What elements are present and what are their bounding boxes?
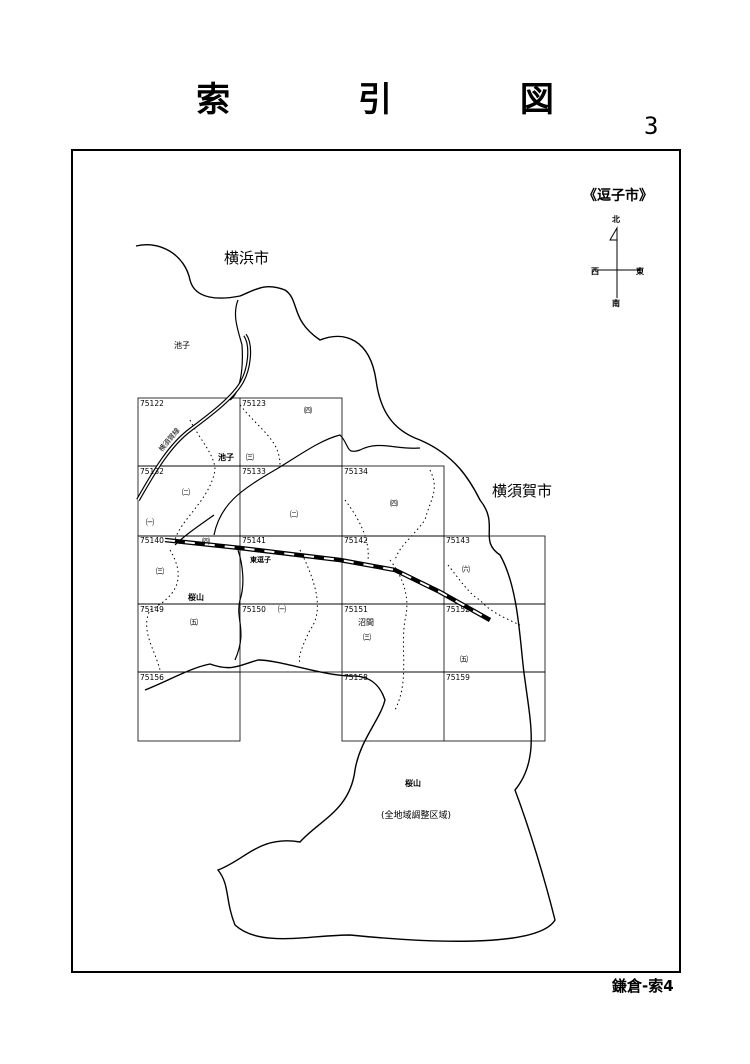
sheet-number: 75132 <box>140 467 164 476</box>
chome-marker: ㈤ <box>190 617 198 627</box>
chome-marker: ㈤ <box>460 654 468 664</box>
sheet-number: 75140 <box>140 536 164 545</box>
sheet-number: 75158 <box>344 673 368 682</box>
chome-marker: ㈠ <box>278 604 286 614</box>
area-label-sakurayama: 桜山 <box>188 592 204 602</box>
page-title: 索 引 図 <box>196 80 612 120</box>
compass-north-label: 北 <box>612 214 620 224</box>
sheet-number: 75133 <box>242 467 266 476</box>
adjustment-zone-label: (全地域調整区域) <box>381 809 451 821</box>
chome-marker: ㈥ <box>462 564 470 574</box>
compass-south-label: 南 <box>612 298 620 308</box>
area-label-ikego-mid: 池子 <box>218 452 234 462</box>
sheet-number: 75149 <box>140 605 164 614</box>
city-boundary <box>135 244 556 942</box>
sheet-number: 75122 <box>140 399 164 408</box>
yokosuka-label: 横須賀市 <box>492 482 552 500</box>
city-label: 《逗子市》 <box>583 187 653 204</box>
chome-marker: ㈢ <box>363 632 371 642</box>
chome-boundaries <box>146 404 521 711</box>
railway-line <box>136 333 492 622</box>
boundary-inner <box>213 434 421 536</box>
sheet-number: 75141 <box>242 536 266 545</box>
sheet-number: 75150 <box>242 605 266 614</box>
chome-marker: ㈢ <box>246 452 254 462</box>
chome-marker: ㈡ <box>182 487 190 497</box>
chome-marker: ㈣ <box>390 499 398 508</box>
chome-marker: ㈢ <box>156 566 164 576</box>
chome-marker: ㈠ <box>146 517 154 527</box>
chome-marker: ㈣ <box>304 406 312 415</box>
sheet-grid <box>137 397 546 742</box>
sheet-number: 75151 <box>344 605 368 614</box>
sheet-number: 75159 <box>446 673 470 682</box>
page-number: 3 <box>644 112 659 140</box>
compass-rose <box>598 226 640 298</box>
chome-marker: ㈣ <box>202 537 210 546</box>
area-label-ikego: 池子 <box>174 340 190 350</box>
map-frame <box>71 149 681 973</box>
sheet-number: 75156 <box>140 673 164 682</box>
compass-east-label: 東 <box>636 266 644 276</box>
yokohama-label: 横浜市 <box>224 249 269 267</box>
area-label-numama: 沼間 <box>358 618 374 627</box>
sheet-number: 75123 <box>242 399 266 408</box>
sheet-number: 75134 <box>344 467 368 476</box>
compass-west-label: 西 <box>591 267 599 276</box>
chome-marker: ㈡ <box>290 509 298 519</box>
sheet-number: 75152 <box>446 605 470 614</box>
sheet-number: 75143 <box>446 536 470 545</box>
station-label-higashi-zushi: 東逗子 <box>250 555 271 564</box>
area-label-sakurayama-south: 桜山 <box>405 778 421 788</box>
footer-code: 鎌倉-索4 <box>612 977 674 995</box>
sheet-number: 75142 <box>344 536 368 545</box>
